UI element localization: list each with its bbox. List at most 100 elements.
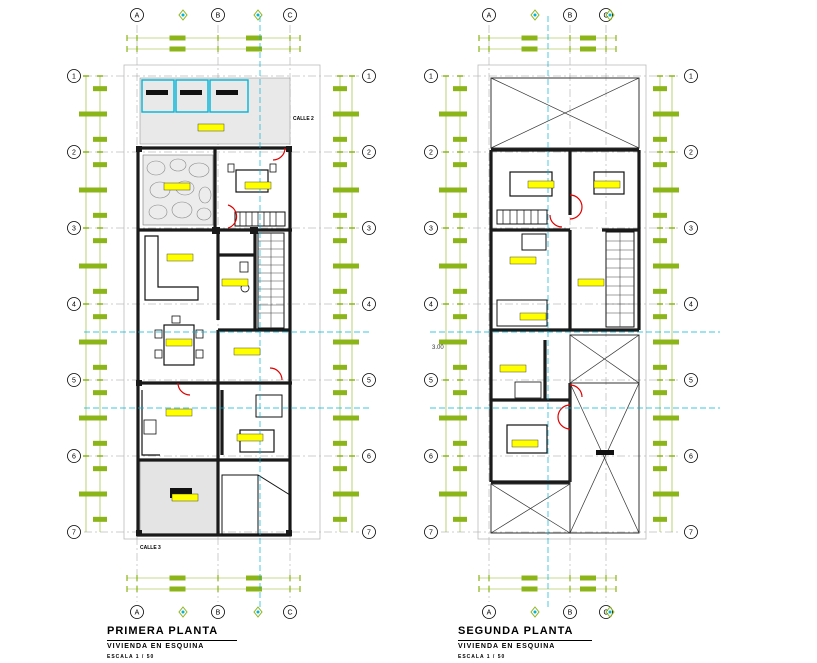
dimension-tag (333, 288, 347, 294)
dimension-tag (653, 390, 667, 396)
grid-bubble-row-label: 6 (367, 454, 371, 461)
grid-bubble-col (563, 8, 577, 22)
plan-2-title-underline (458, 640, 592, 641)
grid-bubble-row (424, 69, 438, 83)
grid-bubble-row (67, 221, 81, 235)
grid-bubble-row-label: 5 (689, 378, 693, 385)
dimension-tag (453, 339, 467, 345)
grid-bubble-row-label: 7 (367, 530, 371, 537)
dimension-tag (653, 339, 667, 345)
dimension-tag (79, 111, 93, 117)
grid-bubble-col-label: C (287, 610, 292, 617)
axis-lines-2 (430, 16, 720, 610)
dimension-tag (453, 516, 467, 522)
grid-bubble-row-label: 1 (429, 74, 433, 81)
grid-bubble-row-label: 2 (367, 150, 371, 157)
grid-bubble-row-label: 4 (72, 302, 76, 309)
dimension-tag (93, 314, 107, 320)
roof-front (490, 77, 640, 149)
dimension-tag (93, 415, 107, 421)
dimension-tag (333, 187, 347, 193)
dimension-tag (345, 415, 359, 421)
dimension-tag (453, 415, 467, 421)
dimension-tag (333, 136, 347, 142)
dimension-tag (653, 136, 667, 142)
dimension-tag (93, 86, 107, 92)
grid-bubble-row-label: 6 (72, 454, 76, 461)
dimension-tag (93, 238, 107, 244)
dimension-tag-h (169, 586, 186, 592)
grid-bubble-col-label: A (487, 13, 492, 20)
dining-table (163, 324, 195, 366)
dimension-tag-h (246, 46, 262, 52)
grid-bubble-row (684, 525, 698, 539)
calle-top-label: CALLE 2 (293, 116, 314, 122)
dimension-tag (93, 187, 107, 193)
dimension-tag (653, 86, 667, 92)
dimension-tag (453, 440, 467, 446)
dimension-tag-h (169, 46, 186, 52)
wall-fill (136, 146, 292, 536)
dimension-tag (93, 339, 107, 345)
dimension-tag (453, 390, 467, 396)
level-marker (178, 606, 188, 618)
dimension-tag (653, 314, 667, 320)
planters (141, 79, 249, 113)
walls-2 (489, 148, 641, 484)
dimension-tag (79, 263, 93, 269)
dimension-tag (93, 390, 107, 396)
grid-bubble-row (67, 69, 81, 83)
grid-bubble-col (130, 605, 144, 619)
dimension-tag (345, 263, 359, 269)
dimension-tag (93, 136, 107, 142)
desk (496, 299, 548, 327)
dimension-tag (453, 238, 467, 244)
dimension-tag (93, 516, 107, 522)
plot-outline-2 (477, 64, 647, 540)
grid-bubble-row (67, 145, 81, 159)
dimension-tag (439, 111, 453, 117)
dimension-tag (79, 187, 93, 193)
dimension-tag-h (580, 575, 596, 581)
level-marker (178, 9, 188, 21)
grid-bubble-row (67, 449, 81, 463)
grid-bubble-row (67, 373, 81, 387)
dimension-tag (93, 491, 107, 497)
plan-1-subtitle: VIVIENDA EN ESQUINA (107, 643, 205, 650)
grid-bubble-col-label: C (603, 13, 608, 20)
dimension-tag (653, 440, 667, 446)
dimension-tag (439, 415, 453, 421)
grid-bubble-row-label: 2 (429, 150, 433, 157)
grid-bubble-row (362, 373, 376, 387)
level-marker-dot (256, 13, 260, 17)
grid-bubble-row (67, 297, 81, 311)
level-marker (605, 606, 615, 618)
dimension-tag (665, 187, 679, 193)
dimension-tag (345, 339, 359, 345)
axis-lines (84, 16, 370, 610)
room-tags-2 (499, 180, 621, 448)
grid-bubble-row-label: 4 (689, 302, 693, 309)
dimension-tag (653, 238, 667, 244)
dimension-tag (345, 187, 359, 193)
dimension-tag (653, 263, 667, 269)
dimension-tag-h (246, 35, 262, 41)
grid-bubble-row (67, 525, 81, 539)
grid-bubble-col (563, 605, 577, 619)
grid-bubble-row-label: 1 (689, 74, 693, 81)
dimension-tag (79, 339, 93, 345)
dimension-tag (453, 111, 467, 117)
dimension-tag (333, 238, 347, 244)
dimension-tag (453, 314, 467, 320)
dimension-tag (333, 390, 347, 396)
dimension-tag-h (169, 35, 186, 41)
level-label: 3.00 (432, 345, 444, 351)
grid-bubble-row-label: 3 (429, 226, 433, 233)
grid-bubble-row (684, 69, 698, 83)
plan-1-title-underline (107, 640, 237, 641)
dimension-tag (333, 314, 347, 320)
grid-bubble-row-label: 5 (429, 378, 433, 385)
level-marker-dot (256, 610, 260, 614)
dimension-layer (79, 35, 679, 592)
